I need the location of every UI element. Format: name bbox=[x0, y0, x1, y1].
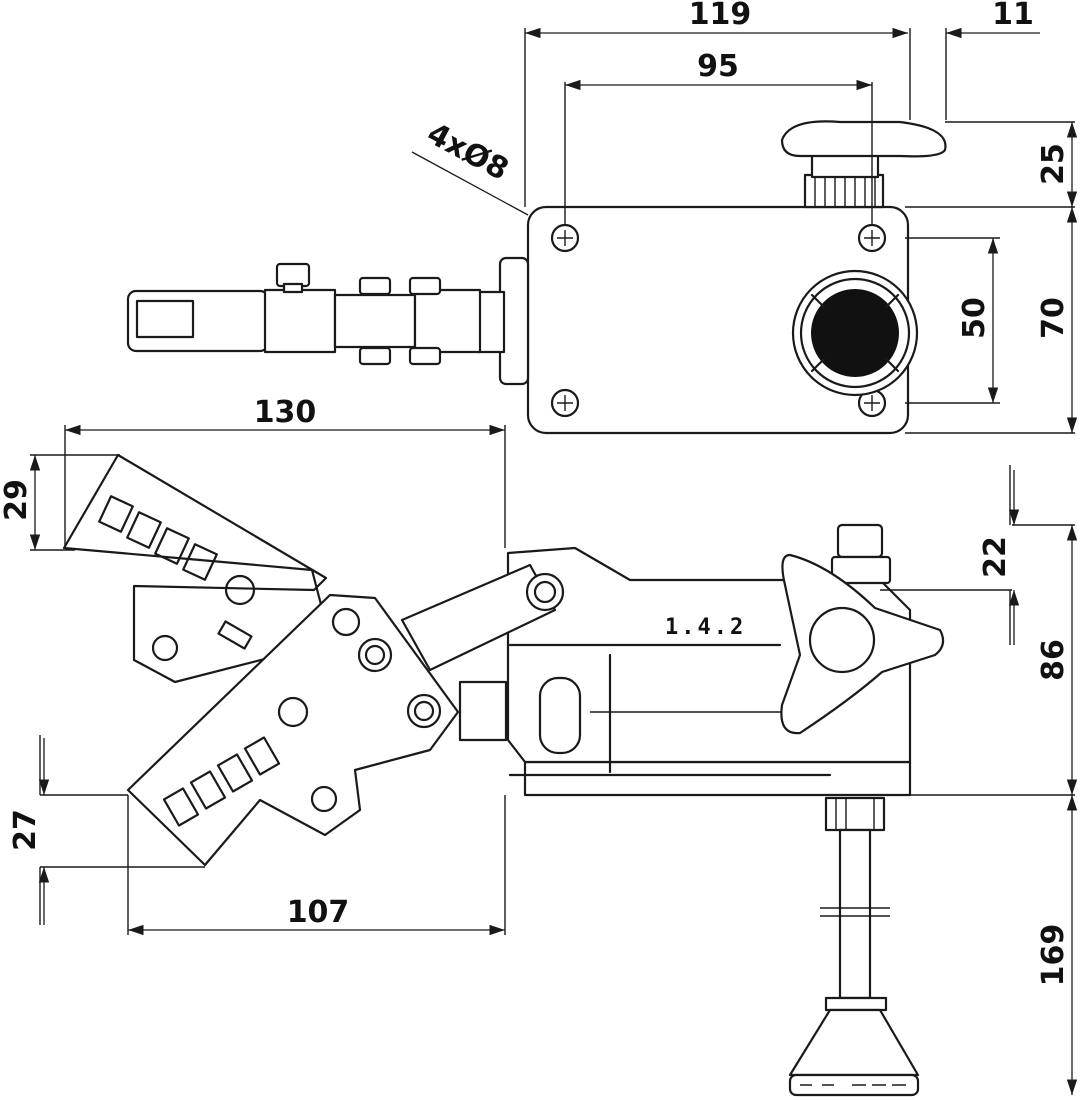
dim-label-119: 119 bbox=[689, 0, 752, 32]
knob-top-view bbox=[780, 120, 947, 209]
top-view bbox=[126, 120, 947, 435]
handle-lower bbox=[126, 593, 508, 867]
dim-label-29: 29 bbox=[0, 479, 34, 521]
dim-label-95: 95 bbox=[697, 49, 739, 84]
mounting-hole bbox=[550, 388, 580, 418]
dim-label-107: 107 bbox=[287, 895, 350, 930]
dim-label-130: 130 bbox=[254, 395, 317, 430]
dim-label-70: 70 bbox=[1036, 297, 1071, 339]
dim-label-50: 50 bbox=[957, 297, 992, 339]
knob-side-view bbox=[780, 523, 945, 735]
arm-top-view bbox=[126, 256, 530, 386]
dim-label-11: 11 bbox=[992, 0, 1034, 32]
part-number-label: 1.4.2 bbox=[665, 615, 746, 640]
dimension-lines bbox=[29, 27, 1078, 1095]
dim-label-86: 86 bbox=[1036, 639, 1071, 681]
dim-label-22: 22 bbox=[978, 536, 1013, 578]
handle-upper bbox=[62, 453, 328, 684]
dim-label-25: 25 bbox=[1036, 143, 1071, 185]
spindle bbox=[788, 796, 920, 1097]
dim-label-27: 27 bbox=[8, 809, 43, 851]
dimension-labels: 119 11 95 4xØ8 25 50 70 130 29 22 86 27 … bbox=[0, 0, 1071, 986]
base-foot bbox=[523, 760, 912, 797]
spindle-boss bbox=[791, 269, 919, 397]
dim-label-169: 169 bbox=[1036, 924, 1071, 987]
hole-callout: 4xØ8 bbox=[421, 116, 514, 188]
side-view: 1.4.2 bbox=[62, 453, 945, 1097]
